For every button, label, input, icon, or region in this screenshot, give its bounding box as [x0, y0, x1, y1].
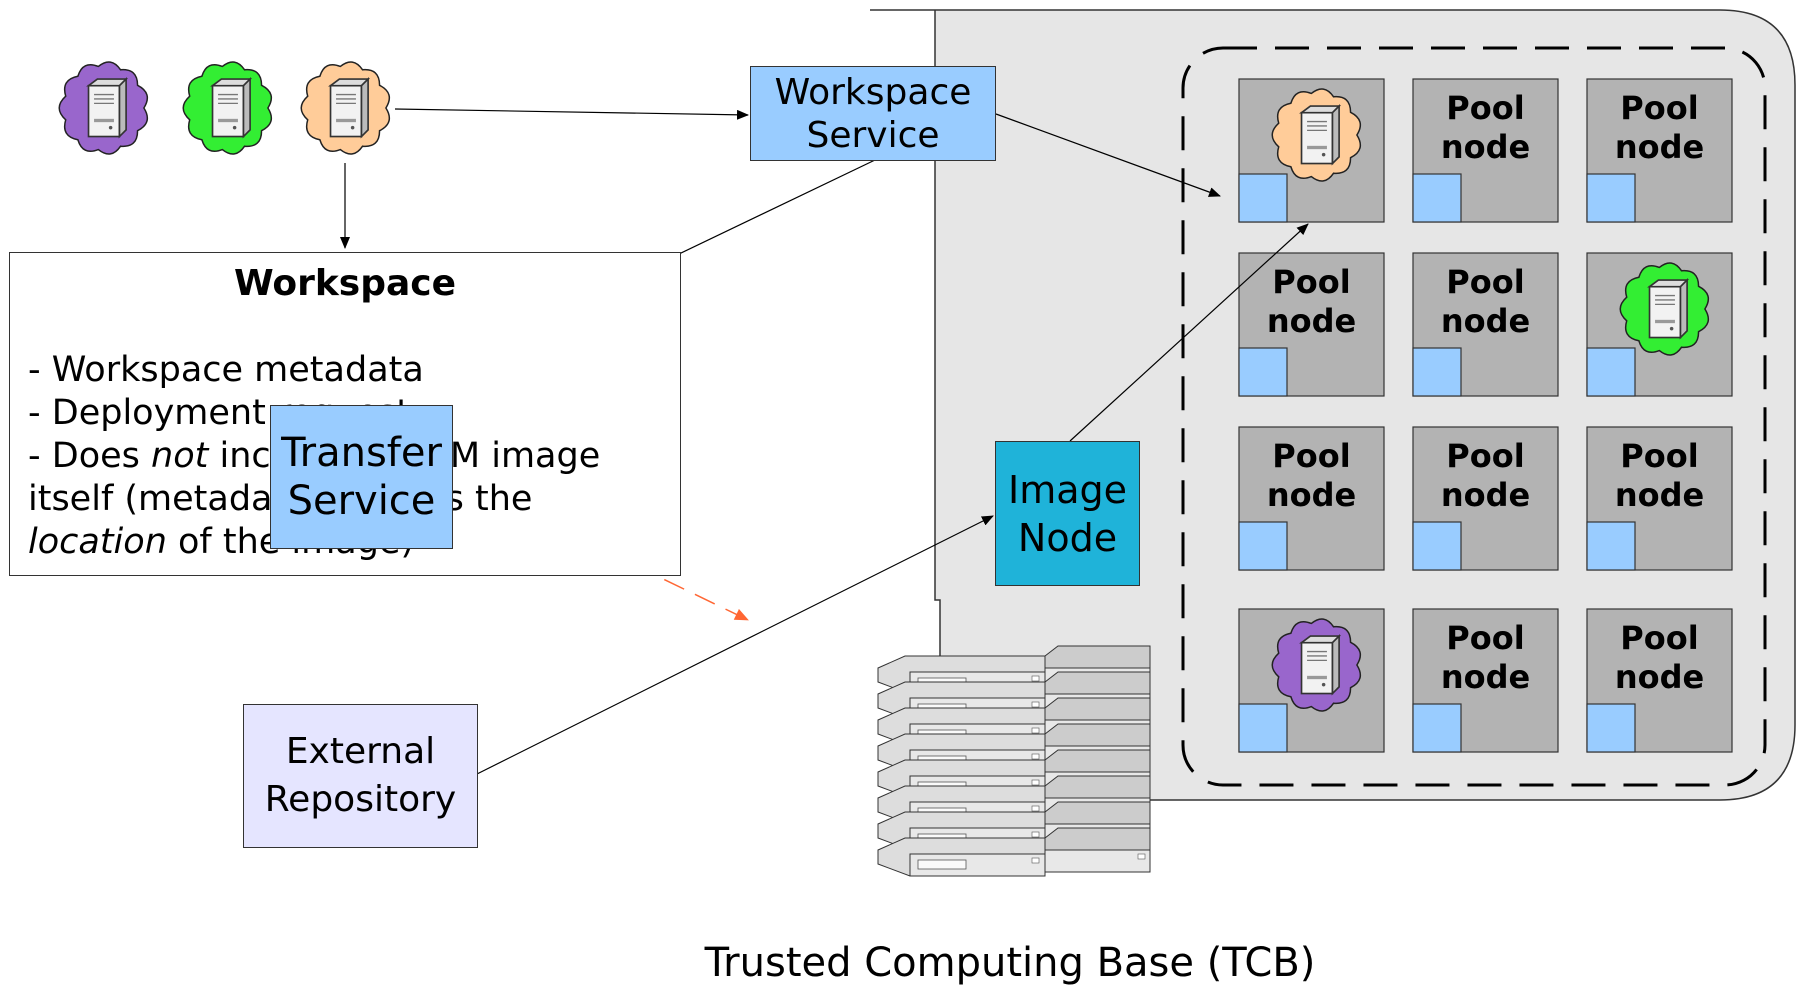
node-agent-square: [1586, 173, 1636, 223]
tcb-region: [870, 9, 1796, 801]
vm-orange-cloud-icon: [300, 61, 391, 155]
arrow-client-to-workspace-service: [394, 108, 749, 120]
pool-node: [1586, 426, 1733, 571]
node-agent-square: [1412, 347, 1462, 397]
node-agent-square: [1412, 173, 1462, 223]
node-agent-square: [1238, 521, 1288, 571]
external-repository-box: External Repository: [243, 704, 478, 848]
pool-grid: [1238, 78, 1733, 753]
pool-node: [1412, 78, 1559, 223]
node-agent-square: [1412, 703, 1462, 753]
arrow-workspace-service-to-pool-node: [995, 113, 1221, 197]
node-agent-square: [1586, 521, 1636, 571]
vm-green-cloud-icon: [1619, 262, 1710, 356]
node-agent-square: [1586, 703, 1636, 753]
pool-node: [1238, 608, 1385, 753]
vm-green-cloud-icon: [182, 61, 273, 155]
node-agent-square: [1238, 703, 1288, 753]
vm-purple-cloud-icon: [1271, 618, 1362, 712]
pool-node: [1586, 252, 1733, 397]
client-vms: [58, 61, 391, 155]
pool-node: [1412, 426, 1559, 571]
pool-node: [1586, 78, 1733, 223]
pool-node: [1412, 608, 1559, 753]
arrow-image-node-to-pool-node: [1069, 223, 1309, 442]
tcb-caption: Trusted Computing Base (TCB): [704, 940, 1316, 986]
pool-boundary: [1181, 46, 1767, 787]
vm-orange-cloud-icon: [1271, 88, 1362, 182]
pool-node: [1238, 426, 1385, 571]
rack-server-unit: [1044, 827, 1151, 873]
server-rack-icon: [877, 645, 1151, 877]
pool-node: [1412, 252, 1559, 397]
pool-node: [1238, 78, 1385, 223]
arrow-repository-to-image-node: [476, 515, 994, 775]
node-agent-square: [1238, 347, 1288, 397]
workspace-service-box: Workspace Service: [750, 66, 996, 161]
workspace-title: Workspace: [233, 263, 457, 304]
node-agent-square: [1586, 347, 1636, 397]
transfer-service-box: Transfer Service: [270, 405, 453, 549]
rack-server-unit: [877, 837, 1046, 877]
pool-node: [1586, 608, 1733, 753]
pool-node: [1238, 252, 1385, 397]
vm-purple-cloud-icon: [58, 61, 149, 155]
node-agent-square: [1238, 173, 1288, 223]
node-agent-square: [1412, 521, 1462, 571]
image-node-box: Image Node: [995, 441, 1140, 586]
